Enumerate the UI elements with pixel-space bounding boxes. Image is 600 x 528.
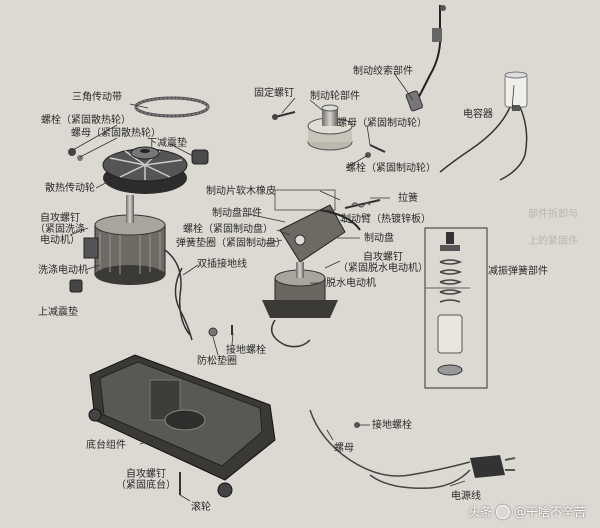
label-capacitor: 电容器 — [463, 109, 493, 120]
label-bolt-heat-sink: 螺栓（紧固散热轮） — [41, 115, 131, 126]
brake-cable-icon — [405, 5, 446, 112]
lower-damping-pad-icon — [191, 149, 209, 165]
label-brake-pad-cork: 制动片软木橡皮 — [206, 186, 276, 197]
label-self-tapping-base: 自攻螺钉 （紧固底台） — [116, 469, 176, 491]
leader-lines — [69, 72, 515, 502]
capacitor-icon — [439, 71, 528, 181]
label-self-tapping-wash-motor: 自攻螺钉 （紧固洗涤 电动机） — [35, 213, 85, 246]
label-triangle-belt: 三角传动带 — [72, 92, 122, 103]
label-self-tapping-spin-motor: 自攻螺钉 （紧固脱水电动机） — [338, 252, 428, 274]
label-upper-damping-pad: 上减震垫 — [38, 307, 78, 318]
label-wash-motor: 洗涤电动机 — [38, 265, 88, 276]
label-ground-bolt-1: 接地螺栓 — [226, 345, 266, 356]
label-nut-heat-sink: 螺母（紧固散热轮） — [71, 128, 161, 139]
heat-sink-wheel-icon — [102, 146, 188, 194]
bolt-nut-icon — [68, 144, 386, 161]
label-lock-washer: 防松垫圈 — [197, 356, 237, 367]
label-caster: 滚轮 — [191, 502, 211, 513]
label-power-cord: 电源线 — [451, 491, 481, 502]
label-fixing-screw: 固定螺钉 — [254, 88, 294, 99]
label-brake-wheel-part: 制动轮部件 — [310, 91, 360, 102]
label-lower-damping-pad: 下减震垫 — [147, 138, 187, 149]
damper-spring-icon — [424, 227, 488, 389]
label-ground-bolt-2: 接地螺栓 — [372, 420, 412, 431]
label-damper-spring: 减振弹簧部件 — [488, 266, 548, 277]
label-double-ground-wire: 双插接地线 — [197, 259, 247, 270]
watermark-logo-icon — [495, 504, 510, 519]
fixing-screw-icon — [272, 111, 296, 120]
label-brake-arm: 制动臂（热镀锌板） — [341, 214, 431, 225]
label-spin-motor: 脱水电动机 — [326, 278, 376, 289]
label-nut-brake-wheel: 螺母（紧固制动轮） — [337, 118, 427, 129]
spin-motor-icon — [262, 262, 338, 348]
label-heat-sink-wheel: 散热传动轮 — [45, 183, 95, 194]
label-nut: 螺母 — [334, 443, 354, 454]
label-spring-washer: 弹簧垫圈（紧固制动盘） — [176, 238, 286, 249]
brake-disc-icon — [274, 189, 381, 263]
upper-damping-pad-icon — [69, 279, 83, 293]
base-assembly-icon — [88, 354, 276, 498]
ground-wire-icon — [174, 267, 193, 341]
brake-wheel-icon — [307, 104, 353, 151]
label-base-assembly: 底台组件 — [86, 440, 126, 451]
label-tension-spring: 拉簧 — [398, 193, 418, 204]
watermark-account: @干啥不辛苦 — [513, 505, 586, 519]
power-cord-icon — [309, 409, 516, 489]
label-bolt-brake-disc: 螺栓（紧固制动盘） — [183, 224, 273, 235]
watermark: 头条 @干啥不辛苦 — [468, 503, 586, 520]
ground-bolt-icon — [208, 325, 233, 337]
triangle-belt-icon — [134, 96, 210, 118]
wash-motor-icon — [83, 195, 191, 336]
label-brake-disc-part: 制动盘部件 — [212, 208, 262, 219]
watermark-prefix: 头条 — [467, 505, 492, 519]
label-bolt-brake-wheel: 螺栓（紧固制动轮） — [346, 163, 436, 174]
label-brake-cable: 制动绞索部件 — [353, 66, 413, 77]
label-brake-disc: 制动盘 — [364, 233, 394, 244]
